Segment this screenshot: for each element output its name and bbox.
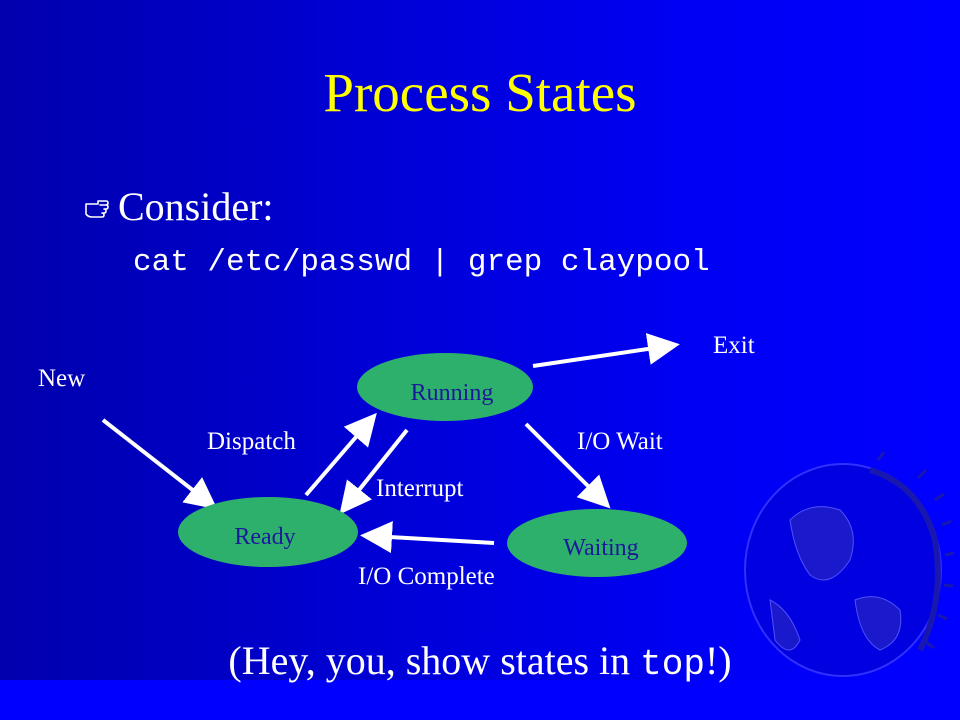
io-wait-label: I/O Wait xyxy=(577,428,663,455)
command-text: cat /etc/passwd | grep claypool xyxy=(133,245,710,280)
state-waiting: Waiting xyxy=(507,509,687,577)
state-ready-label: Ready xyxy=(234,524,295,550)
state-running: Running xyxy=(357,353,533,421)
arrow-dispatch xyxy=(304,412,377,497)
arrow-running-to-exit xyxy=(532,333,680,368)
footer-prefix: (Hey, you, show states in xyxy=(228,638,641,683)
new-label: New xyxy=(38,365,85,392)
arrow-io-complete xyxy=(360,521,495,554)
footer-code: top xyxy=(640,644,705,685)
dispatch-label: Dispatch xyxy=(207,428,296,455)
exit-label: Exit xyxy=(713,332,755,359)
footer-suffix: !) xyxy=(704,638,732,683)
arrow-interrupt xyxy=(339,428,409,515)
state-running-label: Running xyxy=(411,380,494,406)
bullet-text: Consider: xyxy=(118,184,274,229)
pointing-hand-icon xyxy=(85,200,109,218)
bottom-bar xyxy=(0,680,960,720)
io-complete-label: I/O Complete xyxy=(358,563,495,590)
state-waiting-label: Waiting xyxy=(563,535,638,561)
state-ready: Ready xyxy=(178,497,358,567)
interrupt-label: Interrupt xyxy=(376,475,464,502)
arrow-io-wait xyxy=(524,422,611,509)
globe-icon xyxy=(744,451,955,677)
slide-title: Process States xyxy=(323,62,637,123)
footer-note: (Hey, you, show states in top!) xyxy=(0,636,960,690)
arrow-new-to-ready xyxy=(101,418,218,510)
